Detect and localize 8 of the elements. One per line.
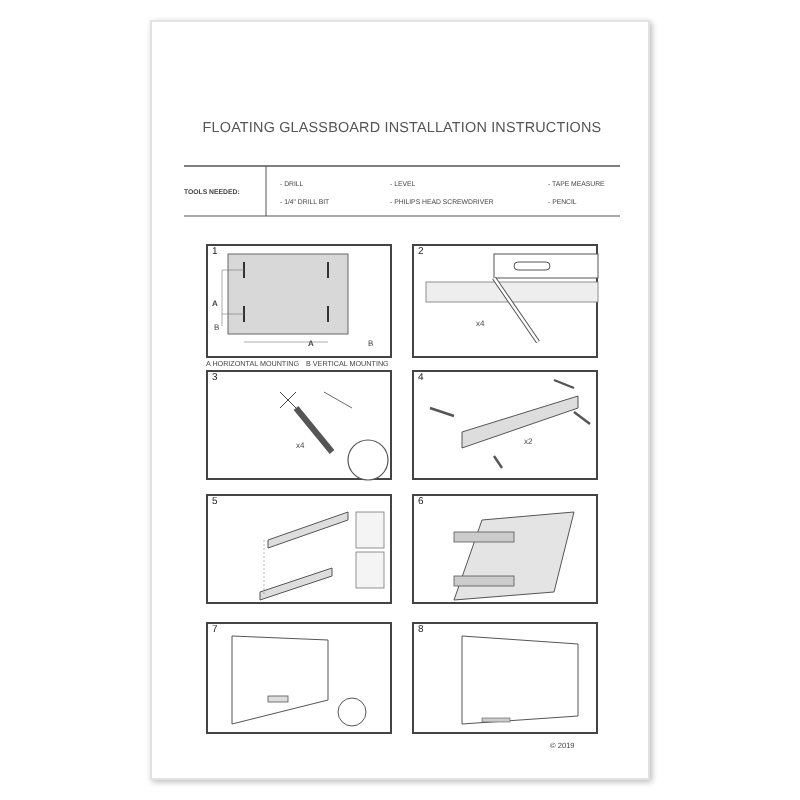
step-panel (412, 370, 598, 480)
step-panel (206, 244, 392, 358)
step-panel (412, 622, 598, 734)
step-panel (206, 622, 392, 734)
step-panel (206, 494, 392, 604)
step-panel (412, 244, 598, 358)
step-panel (206, 370, 392, 480)
step-panel (412, 494, 598, 604)
